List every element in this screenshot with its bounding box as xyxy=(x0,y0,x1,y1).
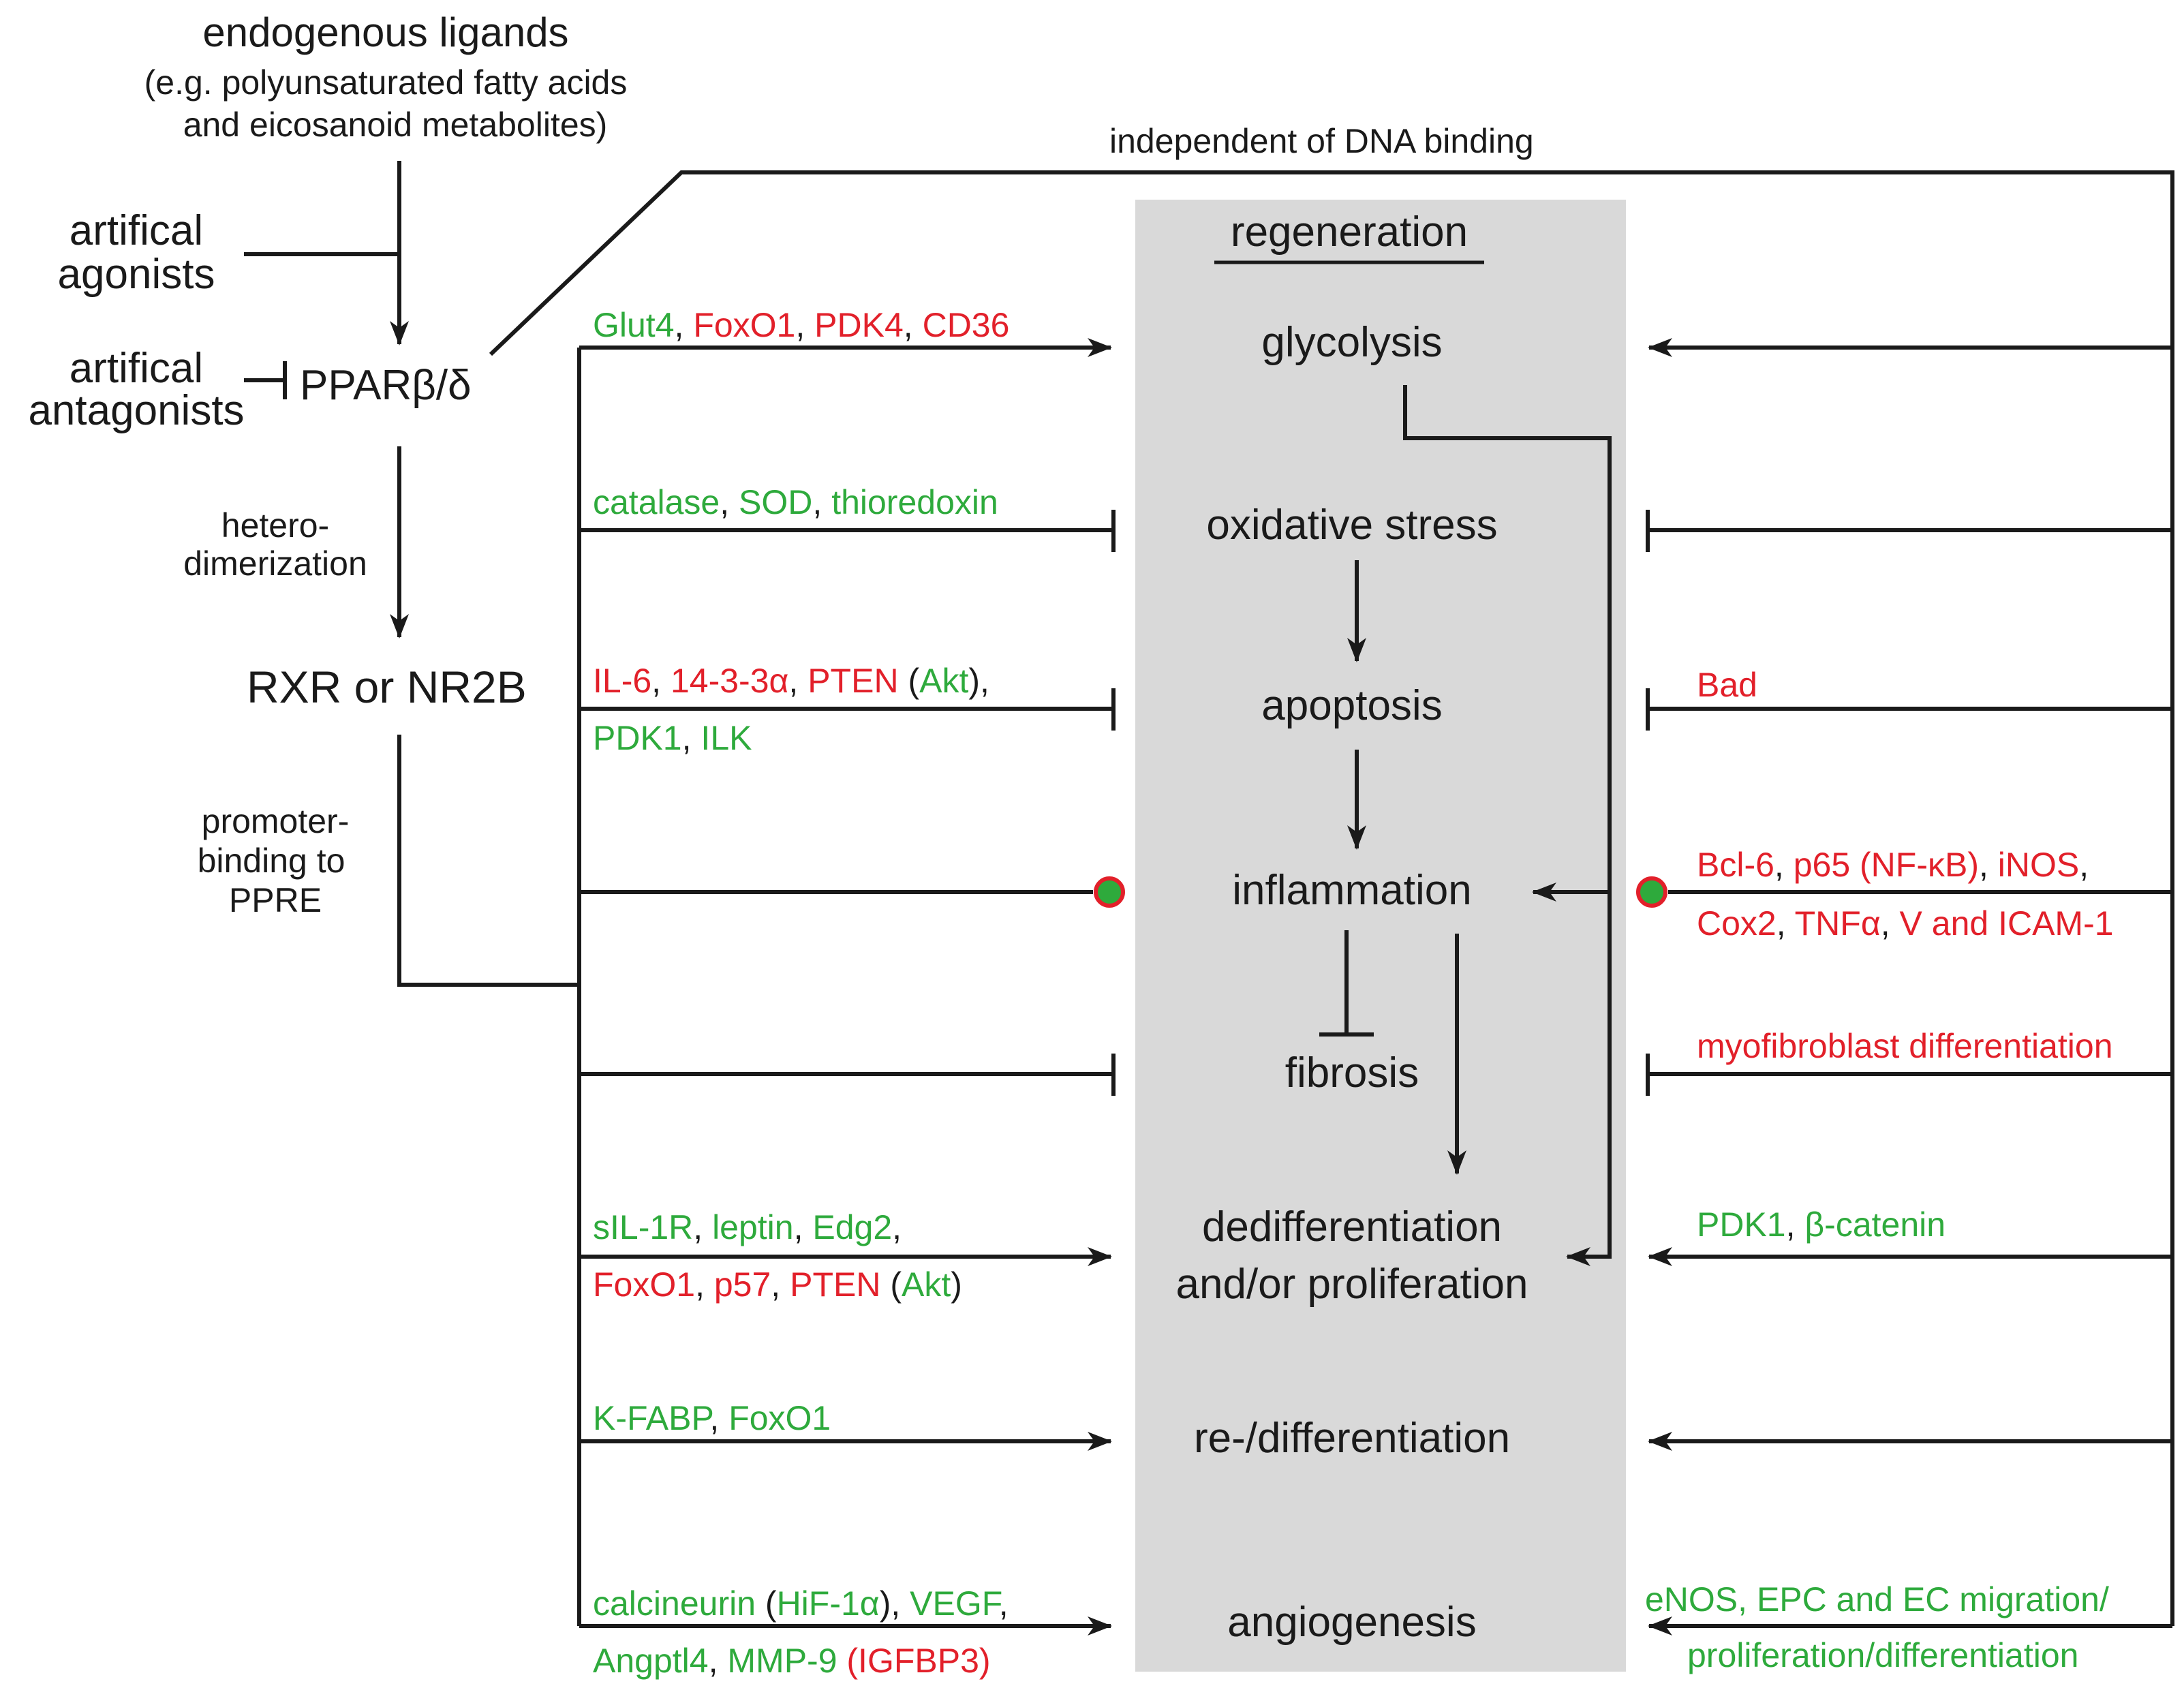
gene-beta-catenin: β-catenin xyxy=(1804,1206,1946,1244)
fibrosis-label: fibrosis xyxy=(1285,1049,1419,1096)
agonists-label-2: agonists xyxy=(57,251,215,298)
ppar-label: PPARβ/δ xyxy=(300,362,472,409)
glycolysis-label: glycolysis xyxy=(1261,319,1443,366)
gene-thioredoxin: thioredoxin xyxy=(831,483,998,521)
gene-foxo1: FoxO1 xyxy=(728,1399,831,1437)
antagonists-label-2: antagonists xyxy=(28,387,245,434)
gene-row-dediff-right: PDK1, β-catenin xyxy=(1697,1206,1946,1244)
gene-vegf: VEGF xyxy=(910,1584,999,1623)
promoter-label-3: PPRE xyxy=(228,881,322,919)
gene-row-dediff-left-1: sIL-1R, leptin, Edg2, xyxy=(593,1208,902,1246)
dna-independent-label: independent of DNA binding xyxy=(1109,122,1534,160)
agonists-label-1: artifical xyxy=(69,207,204,254)
gene-tnfa: TNFα xyxy=(1794,904,1881,942)
promoter-binding-line xyxy=(397,735,579,987)
gene-mmp9: MMP-9 xyxy=(727,1642,837,1680)
inflammation-label: inflammation xyxy=(1232,867,1472,914)
gene-row-angio-right-2: proliferation/differentiation xyxy=(1687,1636,2079,1674)
rxr-label: RXR or NR2B xyxy=(247,662,527,712)
gene-pten: PTEN xyxy=(790,1265,881,1304)
gene-edg2: Edg2 xyxy=(812,1208,893,1246)
angiogenesis-label: angiogenesis xyxy=(1227,1599,1477,1646)
gene-myofibroblast: myofibroblast differentiation xyxy=(1697,1027,2113,1065)
gene-row-glycolysis-left: Glut4, FoxO1, PDK4, CD36 xyxy=(593,306,1010,344)
left-mixed-effect-dot xyxy=(1094,876,1125,908)
gene-angptl4: Angptl4 xyxy=(593,1642,709,1680)
gene-foxo1: FoxO1 xyxy=(593,1265,696,1304)
heterodimerization-label-1: hetero- xyxy=(221,506,330,544)
gene-inos: iNOS xyxy=(1997,846,2080,884)
gene-il6: IL-6 xyxy=(593,662,652,700)
promoter-label-1: promoter- xyxy=(201,802,350,840)
gene-catalase: catalase xyxy=(593,483,720,521)
gene-glut4: Glut4 xyxy=(593,306,675,344)
gene-pdk1: PDK1 xyxy=(1697,1206,1786,1244)
gene-pdk1: PDK1 xyxy=(593,719,682,757)
gene-14-3-3a: 14-3-3α xyxy=(670,662,789,700)
gene-leptin: leptin xyxy=(712,1208,794,1246)
gene-bcl6: Bcl-6 xyxy=(1697,846,1774,884)
gene-hif1a: HiF-1α xyxy=(776,1584,880,1623)
gene-calcineurin: calcineurin xyxy=(593,1584,756,1623)
dedifferentiation-label-2: and/or proliferation xyxy=(1175,1261,1528,1308)
endogenous-sub1: (e.g. polyunsaturated fatty acids xyxy=(144,63,628,102)
gene-row-angio-left-1: calcineurin (HiF-1α), VEGF, xyxy=(593,1584,1009,1623)
gene-p57: p57 xyxy=(713,1265,771,1304)
gene-row-dediff-left-2: FoxO1, p57, PTEN (Akt) xyxy=(593,1265,962,1304)
gene-sil1r: sIL-1R xyxy=(593,1208,694,1246)
dedifferentiation-label-1: dedifferentiation xyxy=(1201,1203,1503,1250)
right-mixed-effect-dot xyxy=(1636,876,1667,908)
gene-row-oxidative-left: catalase, SOD, thioredoxin xyxy=(593,483,998,521)
gene-akt: Akt xyxy=(902,1265,951,1304)
gene-row-angio-left-2: Angptl4, MMP-9 (IGFBP3) xyxy=(593,1642,991,1680)
gene-p65: p65 (NF-κB) xyxy=(1793,846,1979,884)
glycolysis-to-dediff-line xyxy=(1403,385,1612,1266)
gene-cox2: Cox2 xyxy=(1697,904,1777,942)
gene-ilk: ILK xyxy=(701,719,752,757)
regeneration-panel xyxy=(1135,200,1626,1672)
gene-cd36: CD36 xyxy=(922,306,1010,344)
regeneration-header: regeneration xyxy=(1230,209,1468,256)
gene-row-apoptosis-left-2: PDK1, ILK xyxy=(593,719,752,757)
apoptosis-label: apoptosis xyxy=(1261,682,1443,729)
gene-sod: SOD xyxy=(739,483,813,521)
gene-row-apoptosis-left-1: IL-6, 14-3-3α, PTEN (Akt), xyxy=(593,662,989,700)
gene-bad: Bad xyxy=(1697,666,1757,704)
endogenous-title: endogenous ligands xyxy=(202,10,569,55)
gene-icam1: V and ICAM-1 xyxy=(1899,904,2114,942)
gene-pten: PTEN xyxy=(808,662,899,700)
gene-row-angio-right-1: eNOS, EPC and EC migration/ xyxy=(1645,1580,2109,1618)
endogenous-sub2: and eicosanoid metabolites) xyxy=(183,106,608,144)
gene-igfbp3: IGFBP3 xyxy=(858,1642,979,1680)
heterodimerization-label-2: dimerization xyxy=(183,544,367,583)
gene-row-inflammation-right-2: Cox2, TNFα, V and ICAM-1 xyxy=(1697,904,2114,942)
gene-akt: Akt xyxy=(919,662,969,700)
gene-pdk4: PDK4 xyxy=(814,306,904,344)
antagonists-label-1: artifical xyxy=(69,345,204,392)
gene-foxo1: FoxO1 xyxy=(693,306,796,344)
gene-row-inflammation-right-1: Bcl-6, p65 (NF-κB), iNOS, xyxy=(1697,846,2089,884)
redifferentiation-label: re-/differentiation xyxy=(1193,1415,1511,1462)
gene-row-rediff-left: K-FABP, FoxO1 xyxy=(593,1399,831,1437)
oxidative-stress-label: oxidative stress xyxy=(1206,502,1498,549)
gene-kfabp: K-FABP xyxy=(593,1399,710,1437)
promoter-label-2: binding to xyxy=(197,842,345,880)
dna-independent-line xyxy=(489,170,2174,1119)
